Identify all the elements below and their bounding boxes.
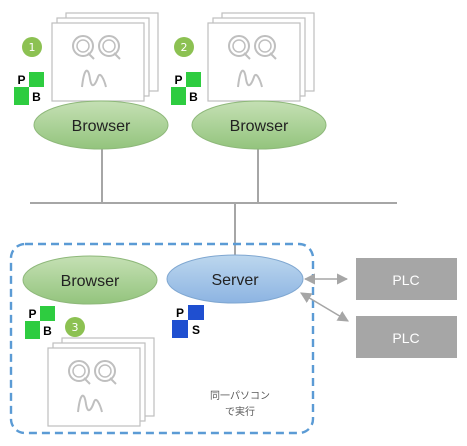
badge-3: 3 [65,317,85,337]
plc-node-2[interactable]: PLC [356,316,457,358]
svg-text:P: P [17,73,25,87]
browser-3-label: Browser [61,273,120,290]
badge-2: 2 [174,37,194,57]
server-label: Server [211,272,259,289]
plc-1-label: PLC [392,272,419,288]
pb-app-icon: P B [14,72,44,105]
browser-node-3[interactable]: Browser [22,255,158,305]
pb-app-icon: P B [25,306,55,339]
screen-window-icon [47,337,155,427]
screen-window-icon [51,12,159,102]
browser-node-2[interactable]: Browser [191,100,327,150]
plc-node-1[interactable]: PLC [356,258,457,300]
browser-1-label: Browser [72,118,131,135]
badge-1: 1 [22,37,42,57]
group-note-line1: 同一パソコン [210,390,270,402]
network-lines [30,148,397,258]
browser-node-1[interactable]: Browser [33,100,169,150]
badge-3-text: 3 [72,321,79,334]
svg-text:B: B [189,90,198,104]
badge-1-text: 1 [29,41,36,54]
server-node[interactable]: Server [166,254,304,304]
plc-2-label: PLC [392,330,419,346]
svg-text:S: S [192,323,200,337]
server-plc-links [300,273,349,322]
same-pc-group [9,242,315,435]
browser-2-label: Browser [230,118,289,135]
svg-text:P: P [176,306,184,320]
svg-text:B: B [43,324,52,338]
badge-2-text: 2 [181,41,188,54]
group-note-line2: で実行 [225,405,255,418]
client-2: 2 P B Browser [171,12,327,150]
ps-app-icon: P S [172,305,204,338]
client-1: 1 P B Browser [14,12,169,150]
svg-text:B: B [32,90,41,104]
screen-window-icon [207,12,315,102]
svg-text:P: P [28,307,36,321]
pb-app-icon: P B [171,72,201,105]
svg-text:P: P [174,73,182,87]
